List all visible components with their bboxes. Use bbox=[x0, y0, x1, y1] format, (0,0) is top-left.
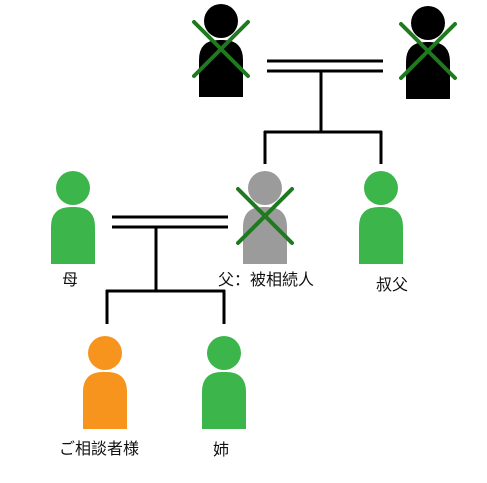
person-father-icon bbox=[236, 171, 294, 264]
grandmother-head bbox=[411, 6, 445, 40]
grandfather-head bbox=[204, 4, 238, 38]
person-grandfather-icon bbox=[192, 4, 250, 97]
father-head bbox=[248, 171, 282, 205]
descent-line-parents bbox=[105, 227, 226, 324]
client-head bbox=[88, 336, 122, 370]
person-uncle-icon bbox=[359, 171, 403, 264]
person-client-icon bbox=[83, 336, 127, 429]
person-grandmother-icon bbox=[399, 6, 457, 99]
father-body bbox=[243, 207, 287, 264]
grandfather-body bbox=[199, 40, 243, 97]
grandmother-body bbox=[406, 42, 450, 99]
label-mother: 母 bbox=[62, 270, 79, 289]
label-uncle: 叔父 bbox=[376, 275, 409, 294]
label-client: ご相談者様 bbox=[59, 439, 140, 458]
descent-line-grandparents bbox=[263, 71, 383, 164]
label-sister: 姉 bbox=[213, 440, 230, 459]
father-deceased-cross-icon bbox=[236, 187, 294, 245]
person-sister-icon bbox=[202, 336, 246, 429]
grandmother-deceased-cross-icon bbox=[399, 22, 457, 80]
mother-head bbox=[56, 171, 90, 205]
grandfather-deceased-cross-icon bbox=[192, 20, 250, 78]
sister-body bbox=[202, 372, 246, 429]
marriage-line-grandparents bbox=[267, 59, 383, 73]
client-body bbox=[83, 372, 127, 429]
marriage-line-parents bbox=[112, 215, 228, 229]
sister-head bbox=[207, 336, 241, 370]
uncle-head bbox=[364, 171, 398, 205]
mother-body bbox=[51, 207, 95, 264]
label-father-decedent: 父：被相続人 bbox=[218, 270, 315, 289]
uncle-body bbox=[359, 207, 403, 264]
person-mother-icon bbox=[51, 171, 95, 264]
